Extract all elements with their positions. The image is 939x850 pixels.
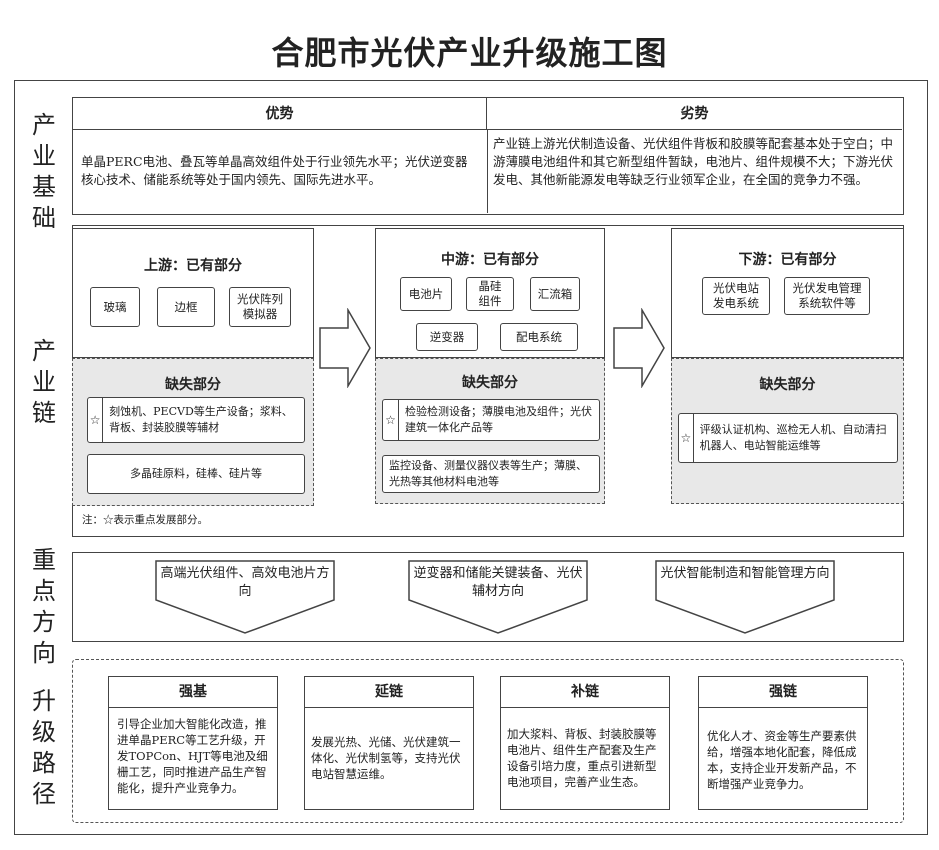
focus-banner-shape (655, 560, 835, 634)
path-header: 强基 (109, 677, 277, 708)
downstream-item: 光伏发电管理 系统软件等 (784, 277, 870, 315)
path-header: 延链 (305, 677, 473, 708)
foundation-panel: 优势 劣势 单晶PERC电池、叠瓦等单晶高效组件处于行业领先水平；光伏逆变器核心… (72, 97, 904, 215)
focus-banner-shape (155, 560, 335, 634)
missing-item: 监控设备、测量仪器仪表等生产；薄膜、光热等其他材料电池等 (382, 455, 600, 493)
upstream-item: 边框 (157, 287, 215, 327)
midstream-existing: 中游：已有部分 电池片 晶硅 组件 汇流箱 逆变器 配电系统 (375, 228, 605, 358)
star-icon: ☆ (383, 400, 400, 440)
disadvantage-header: 劣势 (487, 98, 902, 130)
focus-item: 逆变器和储能关键装备、光伏辅材方向 (413, 566, 583, 599)
flow-arrow-icon (319, 308, 371, 388)
side-label-path: 升级路径 (32, 687, 56, 808)
path-text: 发展光热、光储、光伏建筑一体化、光伏制氢等，支持光伏电站智慧运维。 (311, 735, 461, 781)
upstream-existing: 上游：已有部分 玻璃 边框 光伏阵列 模拟器 (72, 228, 314, 358)
side-label-chain: 产业链 (32, 337, 56, 427)
midstream-item: 电池片 (400, 277, 452, 311)
advantage-text: 单晶PERC电池、叠瓦等单晶高效组件处于行业领先水平；光伏逆变器核心技术、储能系… (81, 154, 468, 187)
path-panel (72, 659, 904, 823)
outer-frame (14, 80, 928, 835)
midstream-item: 汇流箱 (530, 277, 580, 311)
downstream-title: 下游：已有部分 (738, 252, 837, 268)
focus-banner-shape (408, 560, 588, 634)
star-icon: ☆ (679, 414, 694, 462)
path-text: 加大浆料、背板、封装胶膜等电池片、组件生产配套及生产设备引培力度，重点引进新型电… (507, 727, 657, 789)
midstream-item: 逆变器 (416, 323, 478, 351)
advantage-header: 优势 (73, 98, 487, 130)
downstream-existing: 下游：已有部分 光伏电站 发电系统 光伏发电管理 系统软件等 (671, 228, 904, 358)
missing-item: ☆ 评级认证机构、巡检无人机、自动清扫机器人、电站智能运维等 (678, 413, 898, 463)
upstream-missing: 缺失部分 ☆ 刻蚀机、PECVD等生产设备；浆料、背板、封装胶膜等辅材 多晶硅原… (72, 358, 314, 506)
upstream-item: 光伏阵列 模拟器 (229, 287, 291, 327)
upstream-title: 上游：已有部分 (144, 258, 242, 274)
midstream-item: 配电系统 (500, 323, 578, 351)
midstream-missing: 缺失部分 ☆ 检验检测设备；薄膜电池及组件；光伏建筑一体化产品等 监控设备、测量… (375, 358, 605, 504)
missing-item: ☆ 刻蚀机、PECVD等生产设备；浆料、背板、封装胶膜等辅材 (87, 397, 305, 443)
path-text: 引导企业加大智能化改造，推进单晶PERC等工艺升级，开发TOPCon、HJT等电… (117, 717, 268, 795)
path-text: 优化人才、资金等生产要素供给，增强本地化配套，降低成本，支持企业开发新产品，不断… (707, 729, 857, 791)
star-icon: ☆ (88, 398, 104, 442)
focus-item: 光伏智能制造和智能管理方向 (660, 566, 830, 581)
page-title: 合肥市光伏产业升级施工图 (271, 34, 668, 72)
upstream-item: 玻璃 (90, 287, 140, 327)
midstream-item: 晶硅 组件 (466, 277, 514, 311)
side-label-foundation: 产业基础 (32, 111, 56, 232)
downstream-missing: 缺失部分 ☆ 评级认证机构、巡检无人机、自动清扫机器人、电站智能运维等 (671, 358, 904, 504)
path-header: 强链 (699, 677, 867, 708)
midstream-title: 中游：已有部分 (441, 252, 539, 268)
flow-arrow-icon (613, 308, 665, 388)
path-card: 延链 发展光热、光储、光伏建筑一体化、光伏制氢等，支持光伏电站智慧运维。 (304, 676, 474, 810)
chain-note: 注：☆表示重点发展部分。 (82, 514, 208, 526)
downstream-missing-title: 缺失部分 (759, 377, 816, 393)
upstream-missing-title: 缺失部分 (165, 377, 221, 393)
path-card: 强链 优化人才、资金等生产要素供给，增强本地化配套，降低成本，支持企业开发新产品… (698, 676, 868, 810)
path-header: 补链 (501, 677, 669, 708)
disadvantage-text: 产业链上游光伏制造设备、光伏组件背板和胶膜等配套基本处于空白；中游薄膜电池组件和… (493, 136, 894, 187)
side-label-focus: 重点方向 (32, 546, 56, 667)
foundation-divider (487, 130, 488, 213)
path-card: 强基 引导企业加大智能化改造，推进单晶PERC等工艺升级，开发TOPCon、HJ… (108, 676, 278, 810)
path-card: 补链 加大浆料、背板、封装胶膜等电池片、组件生产配套及生产设备引培力度，重点引进… (500, 676, 670, 810)
missing-item: 多晶硅原料，硅棒、硅片等 (87, 454, 305, 494)
midstream-missing-title: 缺失部分 (462, 375, 518, 391)
focus-item: 高端光伏组件、高效电池片方向 (160, 566, 330, 599)
missing-item: ☆ 检验检测设备；薄膜电池及组件；光伏建筑一体化产品等 (382, 399, 600, 441)
downstream-item: 光伏电站 发电系统 (702, 277, 770, 315)
